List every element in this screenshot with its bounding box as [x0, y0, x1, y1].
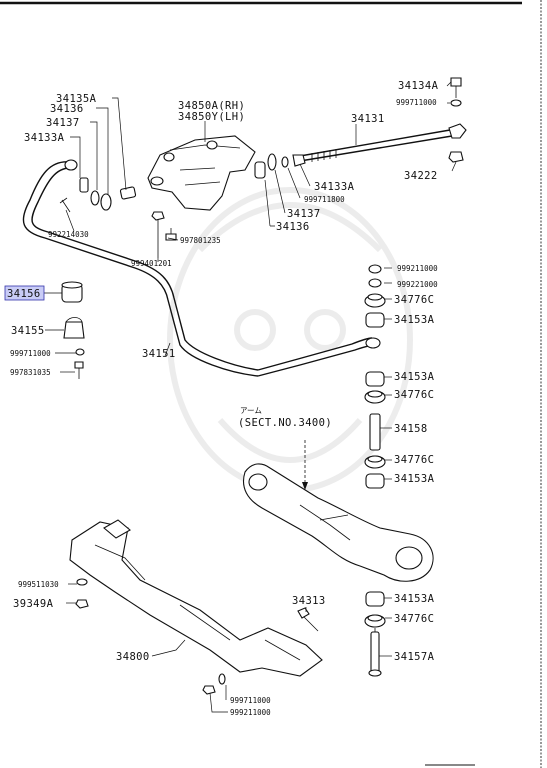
label-34313[interactable]: 34313	[292, 595, 326, 607]
label-34133A-mid[interactable]: 34133A	[314, 181, 355, 193]
label-34131[interactable]: 34131	[351, 113, 385, 125]
label-999711000-top[interactable]: 999711000	[396, 98, 437, 107]
label-34153A-3[interactable]: 34153A	[394, 473, 435, 485]
label-34157A[interactable]: 34157A	[394, 651, 435, 663]
lower-arm[interactable]	[243, 463, 434, 582]
washer-999711000-left[interactable]	[75, 348, 85, 356]
label-34800[interactable]: 34800	[116, 651, 150, 663]
label-992214030[interactable]: 992214030	[48, 230, 89, 239]
nut-34222[interactable]	[448, 151, 464, 163]
label-arm-jp: アーム	[240, 406, 262, 415]
washer-stack-left[interactable]	[79, 177, 137, 211]
label-34137-mid[interactable]: 34137	[287, 208, 321, 220]
label-34850Y[interactable]: 34850Y(LH)	[178, 111, 245, 123]
highlight-box-34156	[4, 285, 45, 301]
label-34155[interactable]: 34155	[11, 325, 45, 337]
label-sect-no[interactable]: (SECT.NO.3400)	[238, 417, 332, 429]
label-34776C-1[interactable]: 34776C	[394, 294, 434, 306]
label-34776C-3[interactable]: 34776C	[394, 454, 434, 466]
label-34158[interactable]: 34158	[394, 423, 428, 435]
stabilizer-bar[interactable]	[22, 159, 381, 377]
label-997831035[interactable]: 997831035	[10, 368, 51, 377]
label-999211000[interactable]: 999211000	[397, 264, 438, 273]
bolt-997831035[interactable]	[74, 361, 84, 379]
label-39349A[interactable]: 39349A	[13, 598, 54, 610]
bushing-34155[interactable]	[63, 317, 85, 339]
label-999401201[interactable]: 999401201	[131, 259, 172, 268]
leader-lines	[44, 81, 457, 713]
bolt-997801235[interactable]	[165, 228, 177, 241]
tension-rod[interactable]	[299, 123, 467, 162]
label-999211000-bottom[interactable]: 999211000	[230, 708, 271, 717]
label-34153A-4[interactable]: 34153A	[394, 593, 435, 605]
label-34156[interactable]: 34156	[7, 288, 41, 300]
crossmember[interactable]	[69, 519, 323, 677]
label-34151[interactable]: 34151	[142, 348, 176, 360]
label-34776C-4[interactable]: 34776C	[394, 613, 434, 625]
label-997801235[interactable]: 997801235	[180, 236, 221, 245]
stabilizer-bracket[interactable]	[147, 135, 256, 211]
label-999711000-left[interactable]: 999711000	[10, 349, 51, 358]
bushing-stack-middle[interactable]	[254, 153, 306, 179]
label-34136-mid[interactable]: 34136	[276, 221, 310, 233]
label-999221000[interactable]: 999221000	[397, 280, 438, 289]
nut-bottom-999711000[interactable]	[202, 673, 226, 695]
bolt-34313[interactable]	[297, 607, 319, 632]
label-34153A-1[interactable]: 34153A	[394, 314, 435, 326]
label-34135A[interactable]: 34135A	[56, 93, 97, 105]
label-34850A[interactable]: 34850A(RH)	[178, 100, 245, 112]
label-34222[interactable]: 34222	[404, 170, 438, 182]
right-bushing-column[interactable]	[364, 264, 386, 677]
arm-pointer-head	[302, 482, 308, 490]
label-34153A-2[interactable]: 34153A	[394, 371, 435, 383]
label-34136-left[interactable]: 34136	[50, 103, 84, 115]
bushing-34156[interactable]	[61, 281, 83, 303]
label-34133A-left[interactable]: 34133A	[24, 132, 65, 144]
label-999511030[interactable]: 999511030	[18, 580, 59, 589]
nut-999401201[interactable]	[151, 211, 165, 258]
bolt-992214030[interactable]	[59, 197, 71, 213]
label-999711800[interactable]: 999711800	[304, 195, 345, 204]
label-34776C-2[interactable]: 34776C	[394, 389, 434, 401]
label-34134A[interactable]: 34134A	[398, 80, 439, 92]
bolt-34134A[interactable]	[450, 77, 462, 107]
label-34137-left[interactable]: 34137	[46, 117, 80, 129]
label-999711000-bottom[interactable]: 999711000	[230, 696, 271, 705]
